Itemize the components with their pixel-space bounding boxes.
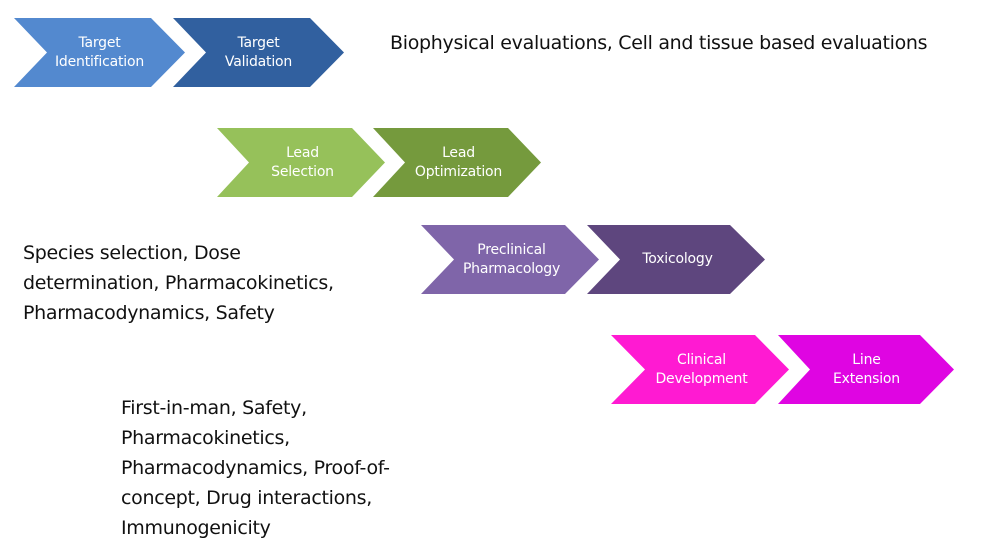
note-line: Species selection, Dose: [23, 242, 241, 264]
chevron-fill: [14, 18, 185, 87]
stage-label-line: Target: [78, 34, 121, 51]
stage-label: Target Identification: [48, 18, 151, 87]
target-phase-note: Biophysical evaluations, Cell and tissue…: [390, 28, 928, 58]
stage-label-line: Lead: [286, 144, 319, 161]
stage-toxicology: Toxicology: [587, 225, 765, 294]
stage-label-line: Selection: [271, 163, 334, 180]
stage-preclinical-pharmacology: Preclinical Pharmacology: [421, 225, 599, 294]
stage-label-line: Toxicology: [642, 251, 713, 267]
chevron-fill: [373, 128, 541, 197]
chevron-shape: [373, 128, 541, 197]
stage-label: Lead Selection: [251, 128, 354, 197]
chevron-shape: [217, 128, 385, 197]
stage-label-line: Extension: [833, 370, 900, 387]
stage-label: Target Validation: [207, 18, 310, 87]
note-line: Pharmacodynamics, Safety: [23, 302, 275, 324]
chevron-shape: [587, 225, 765, 294]
stage-label: Preclinical Pharmacology: [455, 225, 568, 294]
stage-label-line: Validation: [224, 53, 293, 70]
stage-label-line: Target: [237, 34, 280, 51]
stage-label-line: Pharmacology: [462, 260, 561, 277]
note-line: Biophysical evaluations, Cell and tissue…: [390, 32, 928, 54]
stage-label: Toxicology: [621, 225, 734, 294]
chevron-fill: [421, 225, 599, 294]
stage-label: Clinical Development: [645, 335, 758, 404]
clinical-phase-note: First-in-man, Safety, Pharmacokinetics, …: [121, 393, 390, 543]
chevron-fill: [173, 18, 344, 87]
stage-label-line: Optimization: [414, 163, 503, 180]
stage-lead-selection: Lead Selection: [217, 128, 388, 197]
note-line: Pharmacodynamics, Proof-of-: [121, 457, 390, 479]
stage-label-line: Clinical: [677, 351, 726, 368]
chevron-fill: [778, 335, 954, 404]
chevron-fill: [611, 335, 789, 404]
chevron-shape: [611, 335, 789, 404]
stage-clinical-development: Clinical Development: [611, 335, 789, 404]
preclinical-phase-note: Species selection, Dose determination, P…: [23, 238, 334, 328]
stage-line-extension: Line Extension: [778, 335, 954, 404]
stage-label-line: Line: [852, 351, 881, 368]
chevron-shape: [778, 335, 954, 404]
stage-label-line: Development: [655, 370, 748, 387]
stage-label: Line Extension: [810, 335, 923, 404]
stage-target-validation: Target Validation: [173, 18, 344, 87]
chevron-fill: [217, 128, 385, 197]
chevron-fill: [587, 225, 765, 294]
chevron-shape: [421, 225, 599, 294]
note-line: Immunogenicity: [121, 517, 271, 539]
chevron-shape: [14, 18, 185, 87]
note-line: determination, Pharmacokinetics,: [23, 272, 334, 294]
stage-label-line: Preclinical: [477, 241, 546, 258]
stage-target-identification: Target Identification: [14, 18, 185, 87]
stage-label: Lead Optimization: [407, 128, 510, 197]
note-line: concept, Drug interactions,: [121, 487, 373, 509]
stage-label-line: Lead: [442, 144, 475, 161]
stage-label-line: Identification: [55, 53, 144, 70]
stage-lead-optimization: Lead Optimization: [373, 128, 544, 197]
note-line: Pharmacokinetics,: [121, 427, 290, 449]
chevron-shape: [173, 18, 344, 87]
note-line: First-in-man, Safety,: [121, 397, 307, 419]
